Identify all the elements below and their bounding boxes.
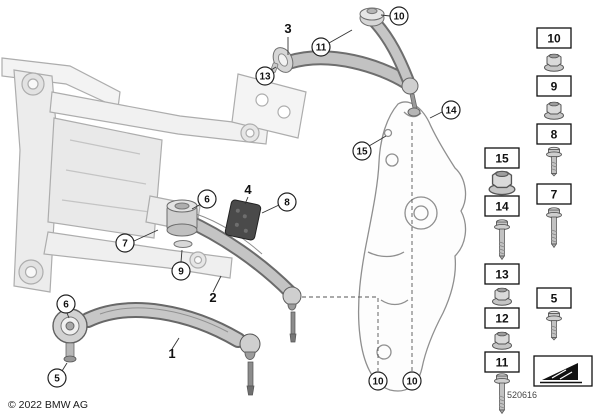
flange-nut-icon (492, 331, 512, 350)
legend-item-12[interactable]: 12 (484, 307, 520, 350)
callout-label[interactable]: 2 (209, 290, 216, 305)
lower-control-arm-front (52, 302, 261, 396)
legend-label[interactable]: 9 (551, 80, 558, 94)
callout-label[interactable]: 13 (259, 72, 271, 83)
legend-label[interactable]: 10 (547, 32, 561, 46)
upper-control-arm (270, 7, 421, 117)
callout-6-upper[interactable]: 6 (197, 189, 217, 209)
legend-item-9[interactable]: 9 (536, 75, 572, 120)
long-bolt-icon (546, 207, 562, 248)
flange-nut-icon (544, 101, 564, 120)
legend-label[interactable]: 8 (551, 128, 558, 142)
upper-arm-top-nut (366, 7, 378, 15)
callout-10-bottom-left[interactable]: 10 (368, 371, 388, 391)
flange-nut-icon (492, 287, 512, 306)
callout-label[interactable]: 14 (445, 106, 457, 117)
legend-item-5[interactable]: 5 (536, 287, 572, 341)
diagram-number: 520616 (507, 390, 537, 400)
callout-11[interactable]: 11 (311, 37, 331, 57)
legend-item-14[interactable]: 14 (484, 195, 520, 260)
callout-label[interactable]: 11 (316, 43, 327, 54)
legend-label[interactable]: 15 (495, 152, 509, 166)
callout-14[interactable]: 14 (441, 100, 461, 120)
callout-label[interactable]: 4 (244, 182, 252, 197)
arm2-washer (173, 240, 193, 248)
callout-label[interactable]: 10 (406, 377, 418, 388)
callout-3[interactable]: 3 (284, 21, 291, 36)
upper-ball-joint (401, 77, 419, 95)
arm1-ball-joint (239, 333, 261, 355)
callout-label[interactable]: 10 (372, 377, 384, 388)
callout-13[interactable]: 13 (255, 66, 275, 86)
callout-label[interactable]: 10 (393, 12, 405, 23)
travel-arrow-icon (542, 363, 578, 380)
callout-label[interactable]: 9 (178, 267, 184, 278)
callout-9[interactable]: 9 (171, 261, 191, 281)
legend-item-8[interactable]: 8 (536, 123, 572, 177)
legend-item-15[interactable]: 15 (484, 147, 520, 196)
hex-nut-large-icon (488, 170, 516, 196)
arm2-ball-joint (282, 286, 302, 306)
flange-bolt-icon (546, 146, 562, 177)
callout-label[interactable]: 6 (63, 300, 69, 311)
legend-item-10[interactable]: 10 (536, 27, 572, 72)
callout-5[interactable]: 5 (47, 368, 67, 388)
callout-7[interactable]: 7 (115, 233, 135, 253)
callout-10-bottom-right[interactable]: 10 (402, 371, 422, 391)
legend-item-13[interactable]: 13 (484, 263, 520, 306)
legend-label[interactable]: 5 (551, 292, 558, 306)
rubber-mount-block (224, 199, 262, 241)
lower-control-arm-rear (166, 199, 302, 343)
callout-4[interactable]: 4 (244, 182, 252, 197)
callout-label[interactable]: 3 (284, 21, 291, 36)
legend-label[interactable]: 14 (495, 200, 509, 214)
callout-label[interactable]: 1 (168, 346, 175, 361)
legend-item-7[interactable]: 7 (536, 183, 572, 248)
copyright-notice: © 2022 BMW AG (8, 399, 88, 411)
callout-15[interactable]: 15 (352, 141, 372, 161)
legend-item-11[interactable]: 11 (484, 351, 520, 414)
callout-8[interactable]: 8 (277, 192, 297, 212)
flange-nut-icon (544, 53, 564, 72)
direction-of-travel-symbol (533, 355, 593, 387)
legend-label[interactable]: 12 (495, 312, 509, 326)
callout-label[interactable]: 8 (284, 198, 290, 209)
legend-label[interactable]: 11 (496, 356, 509, 370)
flange-bolt-icon (546, 310, 562, 341)
callout-10-upper[interactable]: 10 (389, 6, 409, 26)
legend-label[interactable]: 13 (495, 268, 509, 282)
long-bolt-icon (494, 219, 510, 260)
callout-2[interactable]: 2 (209, 290, 216, 305)
callout-label[interactable]: 7 (122, 239, 128, 250)
callout-6-lower[interactable]: 6 (56, 294, 76, 314)
legend-label[interactable]: 7 (551, 188, 558, 202)
callout-label[interactable]: 15 (356, 147, 368, 158)
callout-label[interactable]: 5 (54, 374, 60, 385)
callout-1[interactable]: 1 (168, 346, 175, 361)
callout-label[interactable]: 6 (204, 195, 210, 206)
wheel-carrier (357, 101, 467, 392)
